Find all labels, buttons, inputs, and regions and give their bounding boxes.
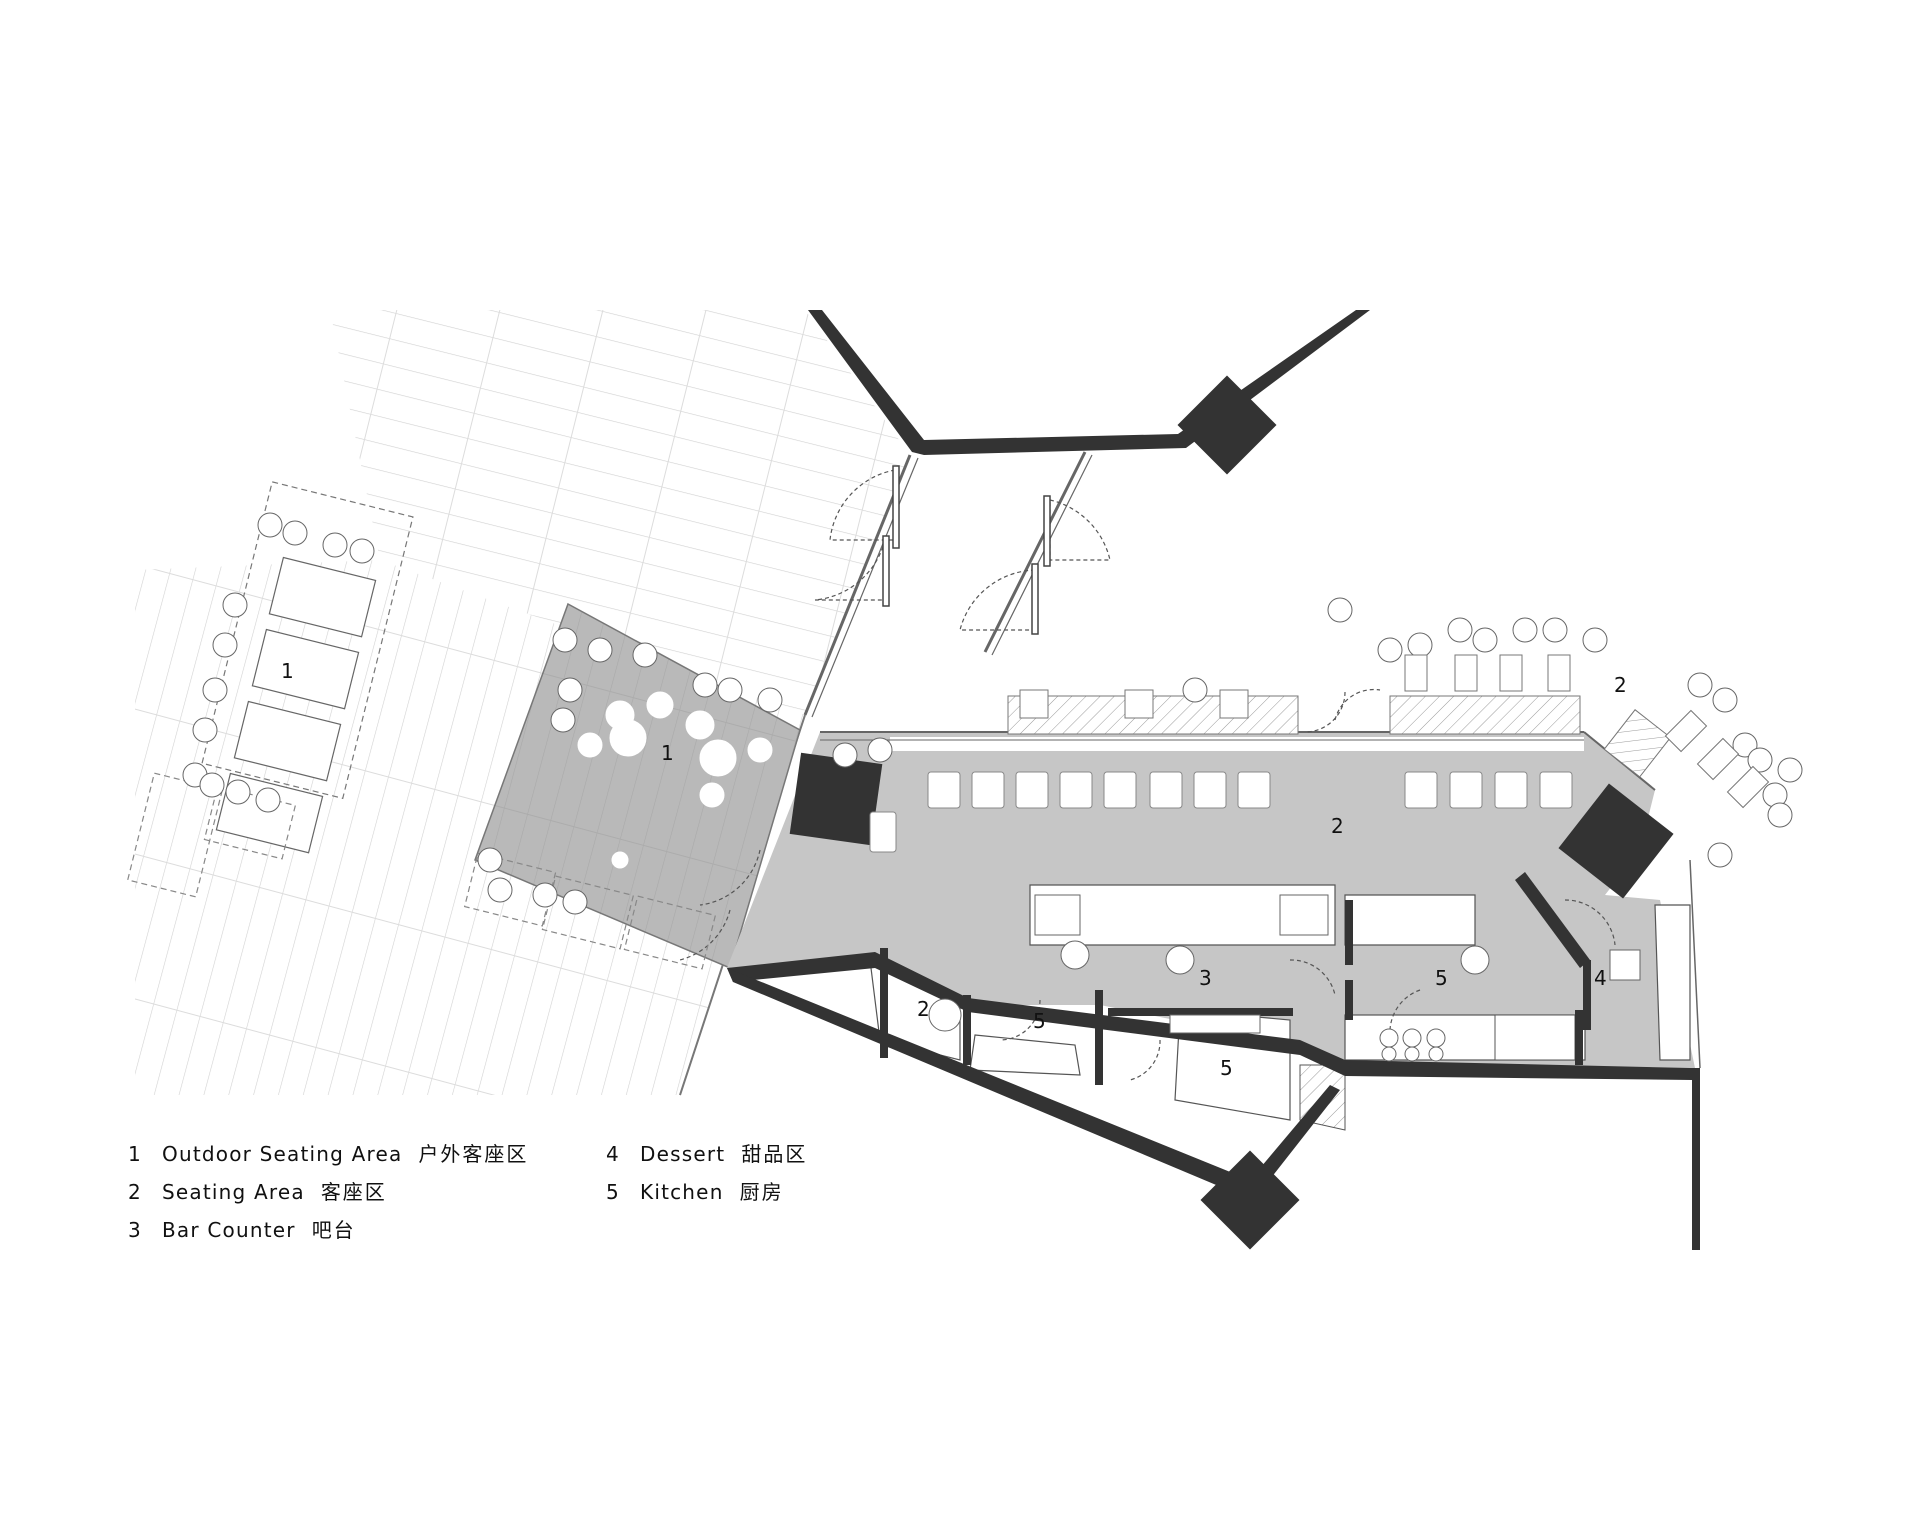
column-left bbox=[789, 752, 883, 846]
room-label-dessert: 4 bbox=[1594, 966, 1607, 990]
room-label-seating-terrace: 2 bbox=[1614, 673, 1627, 697]
column-bottom bbox=[1200, 1150, 1300, 1250]
room-label-kitchen-bar: 5 bbox=[1435, 966, 1448, 990]
room-label-bar-counter: 3 bbox=[1199, 966, 1212, 990]
outdoor-chairs bbox=[182, 512, 1803, 915]
kitchen-equipment bbox=[928, 894, 1641, 1062]
column-right bbox=[1558, 783, 1674, 899]
booth-seats bbox=[869, 771, 1573, 853]
patio-round-tables bbox=[577, 691, 773, 869]
structural-walls bbox=[727, 310, 1700, 1250]
room-label-seating-small: 2 bbox=[917, 997, 930, 1021]
room-label-outdoor-patio: 1 bbox=[661, 741, 674, 765]
room-labels: 1 1 2 2 2 3 4 5 5 5 bbox=[281, 659, 1627, 1080]
door-leaves bbox=[882, 465, 1051, 635]
window-counter bbox=[1007, 695, 1672, 778]
terrace-tables bbox=[1019, 654, 1770, 809]
room-label-seating-main: 2 bbox=[1331, 814, 1344, 838]
room-label-kitchen-left: 5 bbox=[1033, 1009, 1046, 1033]
door-swings bbox=[679, 469, 1616, 1081]
interior-floor bbox=[727, 732, 1695, 1131]
room-label-outdoor-deck: 1 bbox=[281, 659, 294, 683]
room-label-kitchen-center: 5 bbox=[1220, 1056, 1233, 1080]
